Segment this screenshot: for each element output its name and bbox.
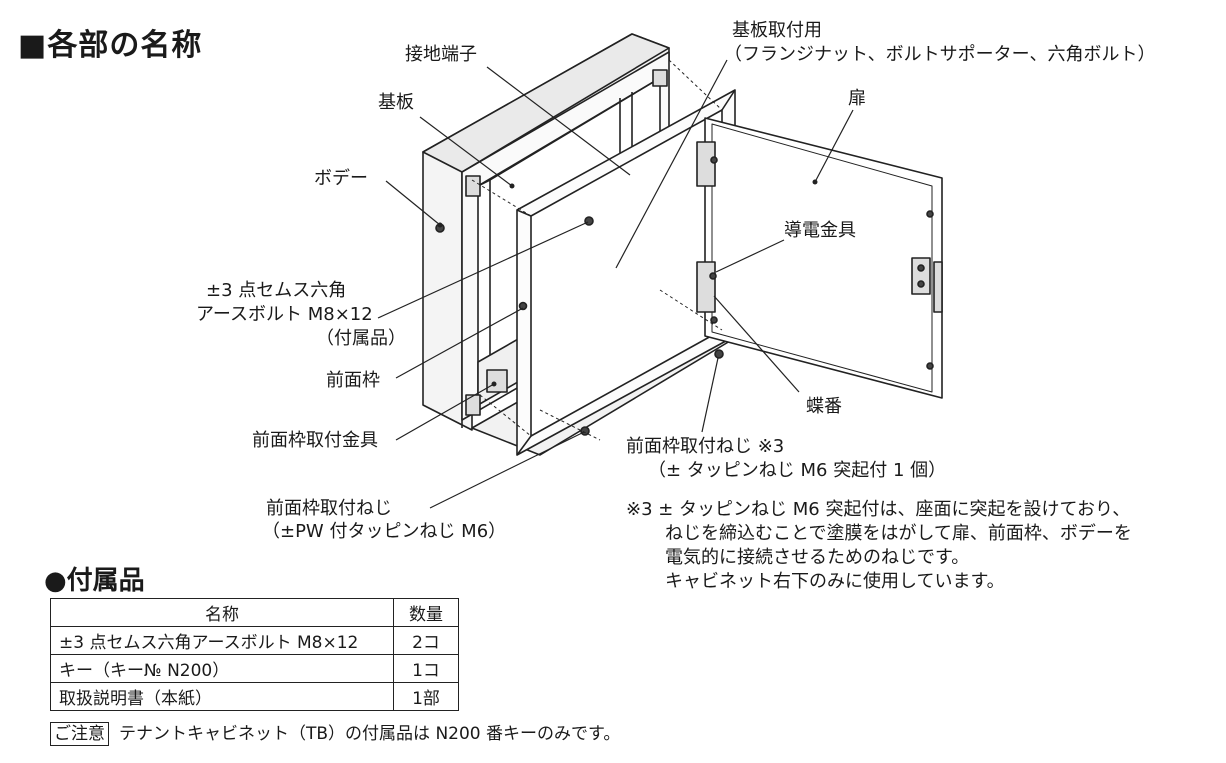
label-front-frame-screw3: 前面枠取付ねじ ※3 (626, 436, 785, 457)
page-title: ■各部の名称 (18, 28, 203, 63)
label-earth-bolt-3: （付属品） (316, 328, 406, 349)
note-line-4: キャビネット右下のみに使用しています。 (665, 571, 1005, 592)
table-cell-name: ±3 点セムス六角アースボルト M8×12 (50, 626, 394, 655)
label-earth-bolt-2: アースボルト M8×12 (196, 304, 373, 325)
label-substrate-mount: 基板取付用 (732, 20, 822, 41)
front-frame (516, 89, 736, 456)
label-front-frame-screw3-detail: （± タッピンねじ M6 突起付 1 個） (648, 460, 947, 481)
table-cell-name: 取扱説明書（本紙） (50, 682, 394, 711)
label-body: ボデー (314, 168, 368, 189)
label-door: 扉 (848, 88, 866, 109)
table-cell-name: キー（キー№ N200） (50, 654, 394, 683)
note-line-2: ねじを締込むことで塗膜をはがして扉、前面枠、ボデーを (665, 523, 1132, 544)
door (696, 117, 943, 399)
caution-tag: ご注意 (50, 722, 109, 746)
note-line-3: 電気的に接続させるためのねじです。 (665, 547, 970, 568)
label-front-frame: 前面枠 (326, 370, 380, 391)
label-substrate-mount-detail: （フランジナット、ボルトサポーター、六角ボルト） (724, 44, 1156, 65)
table-header-row: 名称 数量 (50, 598, 459, 627)
table-cell-qty: 1コ (393, 654, 459, 683)
caution-text: テナントキャビネット（TB）の付属品は N200 番キーのみです。 (119, 724, 621, 744)
label-ground-terminal: 接地端子 (405, 44, 477, 65)
label-front-frame-fitting: 前面枠取付金具 (252, 430, 378, 451)
table-row: 取扱説明書（本紙） 1部 (50, 682, 459, 711)
accessories-table: 名称 数量 ±3 点セムス六角アースボルト M8×12 2コ キー（キー№ N2… (50, 598, 459, 711)
label-earth-bolt-1: ±3 点セムス六角 (206, 280, 347, 301)
note-line-1: ※3 ± タッピンねじ M6 突起付は、座面に突起を設けており、 (626, 499, 1131, 520)
label-hinge: 蝶番 (806, 396, 842, 417)
column-header-qty: 数量 (393, 598, 459, 627)
table-cell-qty: 1部 (393, 682, 459, 711)
table-cell-qty: 2コ (393, 626, 459, 655)
caution-line: ご注意テナントキャビネット（TB）の付属品は N200 番キーのみです。 (50, 722, 620, 746)
label-conductive-fitting: 導電金具 (784, 220, 856, 241)
table-row: ±3 点セムス六角アースボルト M8×12 2コ (50, 626, 459, 655)
column-header-name: 名称 (50, 598, 394, 627)
label-substrate: 基板 (378, 92, 414, 113)
label-front-frame-screw-detail: （±PW 付タッピンねじ M6） (262, 521, 507, 542)
table-row: キー（キー№ N200） 1コ (50, 654, 459, 683)
label-front-frame-screw: 前面枠取付ねじ (266, 498, 392, 519)
accessories-heading: ●付属品 (44, 566, 145, 596)
